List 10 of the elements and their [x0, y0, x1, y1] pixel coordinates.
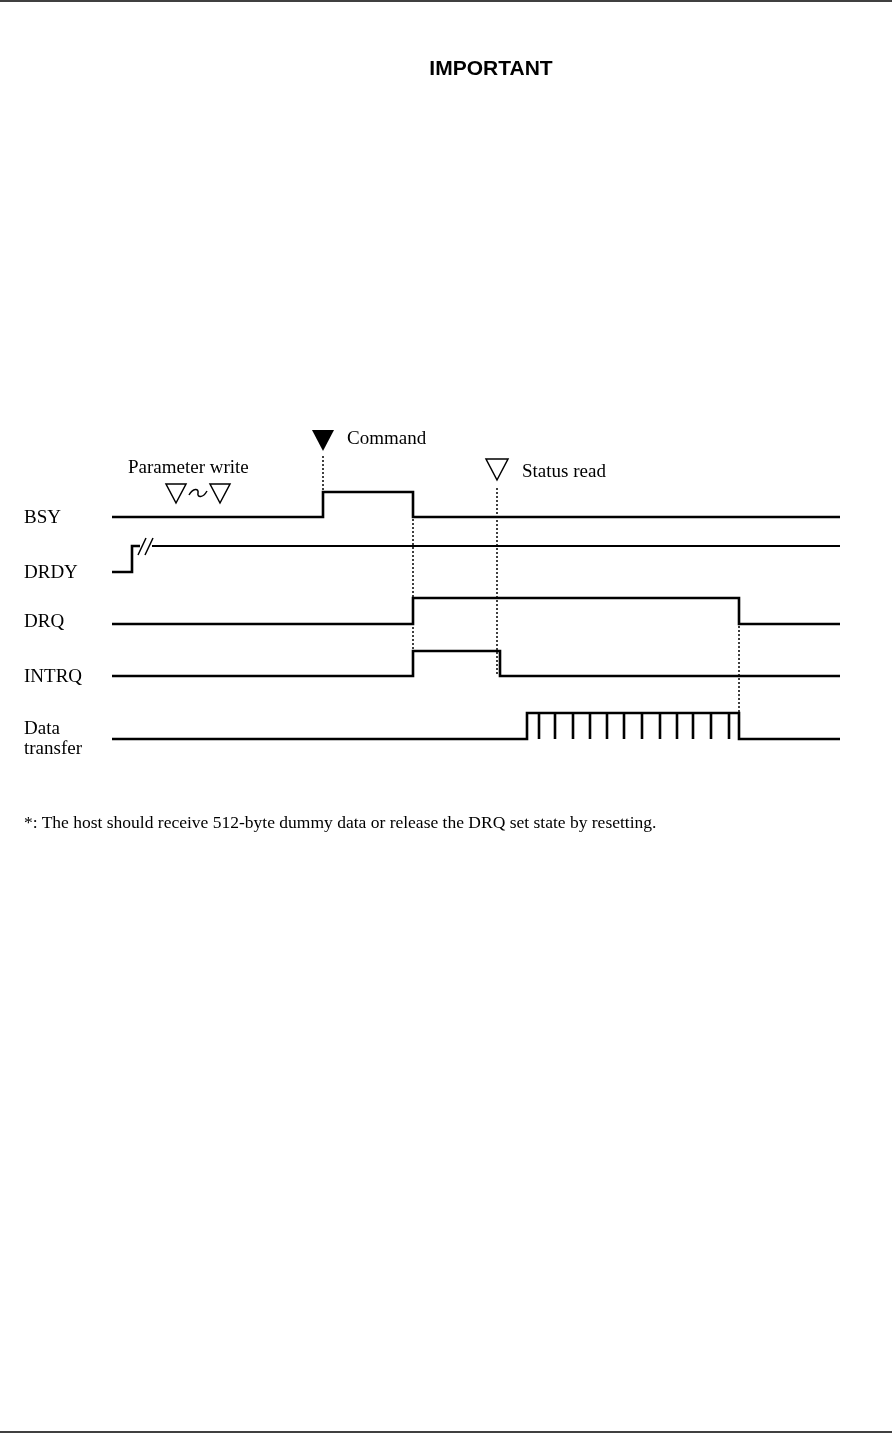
signal-name: INTRQ	[24, 666, 83, 686]
event-label: Status read	[522, 461, 606, 481]
event-label: Parameter write	[128, 457, 249, 477]
signal-name: Data transfer	[24, 718, 84, 758]
signal-name: DRQ	[24, 611, 65, 631]
signal-name: BSY	[24, 507, 61, 527]
footnote: *: The host should receive 512-byte dummy data or release the DRQ set state by resetting.	[24, 812, 657, 832]
heading: IMPORTANT	[428, 56, 554, 80]
signal-name: DRDY	[24, 562, 78, 582]
event-label: Command	[347, 428, 427, 448]
